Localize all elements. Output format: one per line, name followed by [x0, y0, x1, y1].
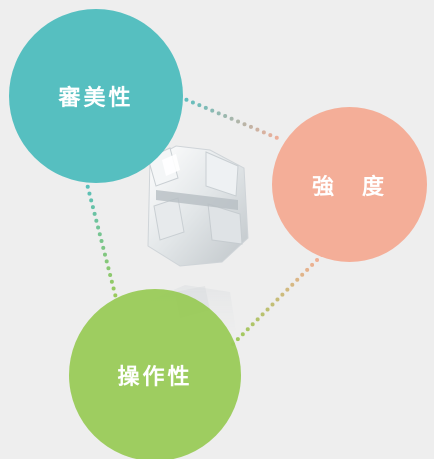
- node-operability-label: 操作性: [117, 364, 193, 390]
- connector-strength-operability: [230, 253, 324, 347]
- node-aesthetic: 審美性: [9, 9, 183, 183]
- node-operability: 操作性: [69, 289, 241, 459]
- node-strength-label: 強 度: [311, 173, 387, 200]
- node-aesthetic-label: 審美性: [58, 85, 134, 111]
- node-strength: 強 度: [272, 107, 427, 262]
- connector-aesthetic-operability: [84, 178, 118, 300]
- connector-aesthetic-strength: [178, 95, 284, 142]
